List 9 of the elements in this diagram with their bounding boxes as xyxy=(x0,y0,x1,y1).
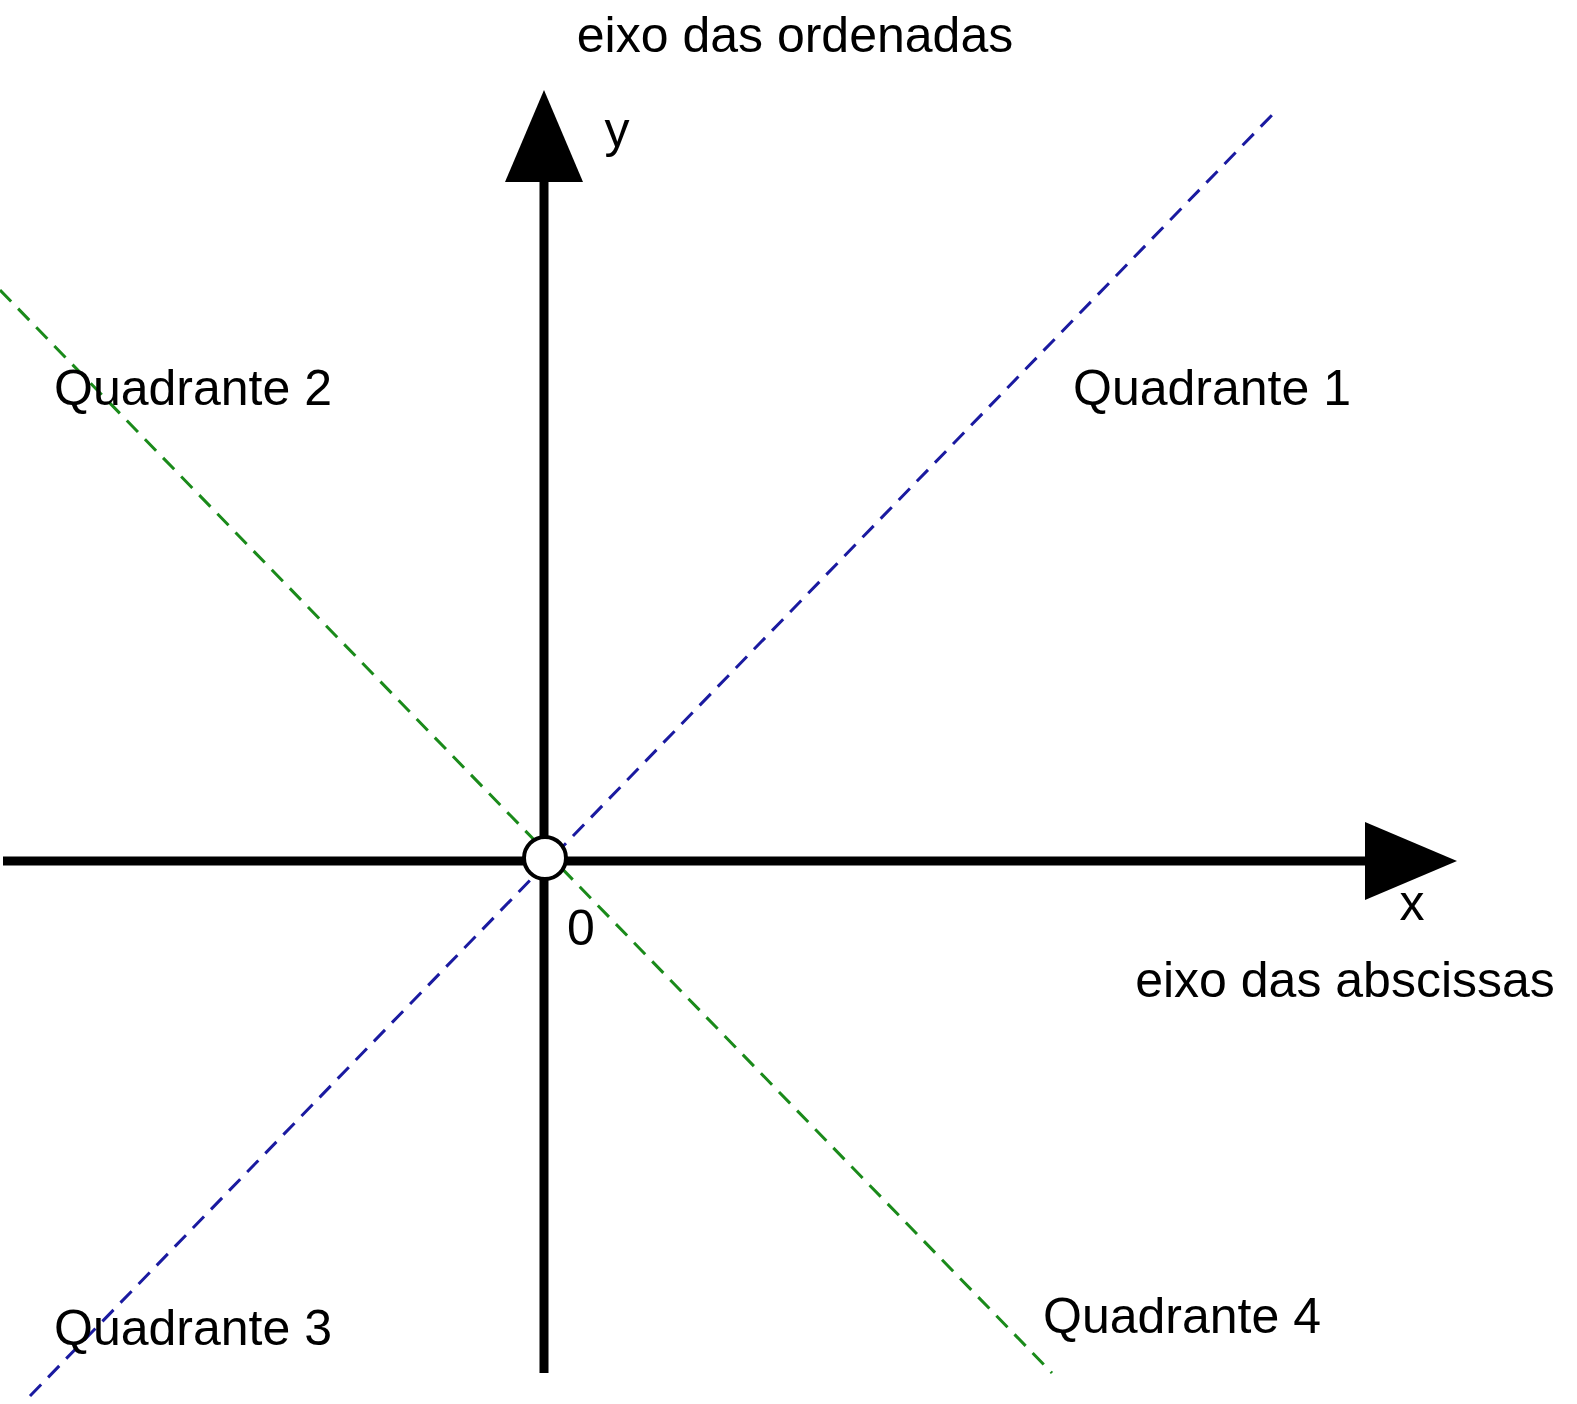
axis-title: eixo das ordenadas xyxy=(576,10,1014,60)
axis-label: y xyxy=(604,105,630,155)
quadrant-label: Quadrante 2 xyxy=(54,363,332,413)
quadrant-label: Quadrante 3 xyxy=(54,1303,332,1353)
quadrant-label: Quadrante 4 xyxy=(1043,1291,1321,1341)
quadrant-label: Quadrante 1 xyxy=(1073,363,1351,413)
origin-label: 0 xyxy=(567,903,595,953)
axis-label: x xyxy=(1399,878,1425,928)
axis-title: eixo das abscissas xyxy=(1135,955,1555,1005)
